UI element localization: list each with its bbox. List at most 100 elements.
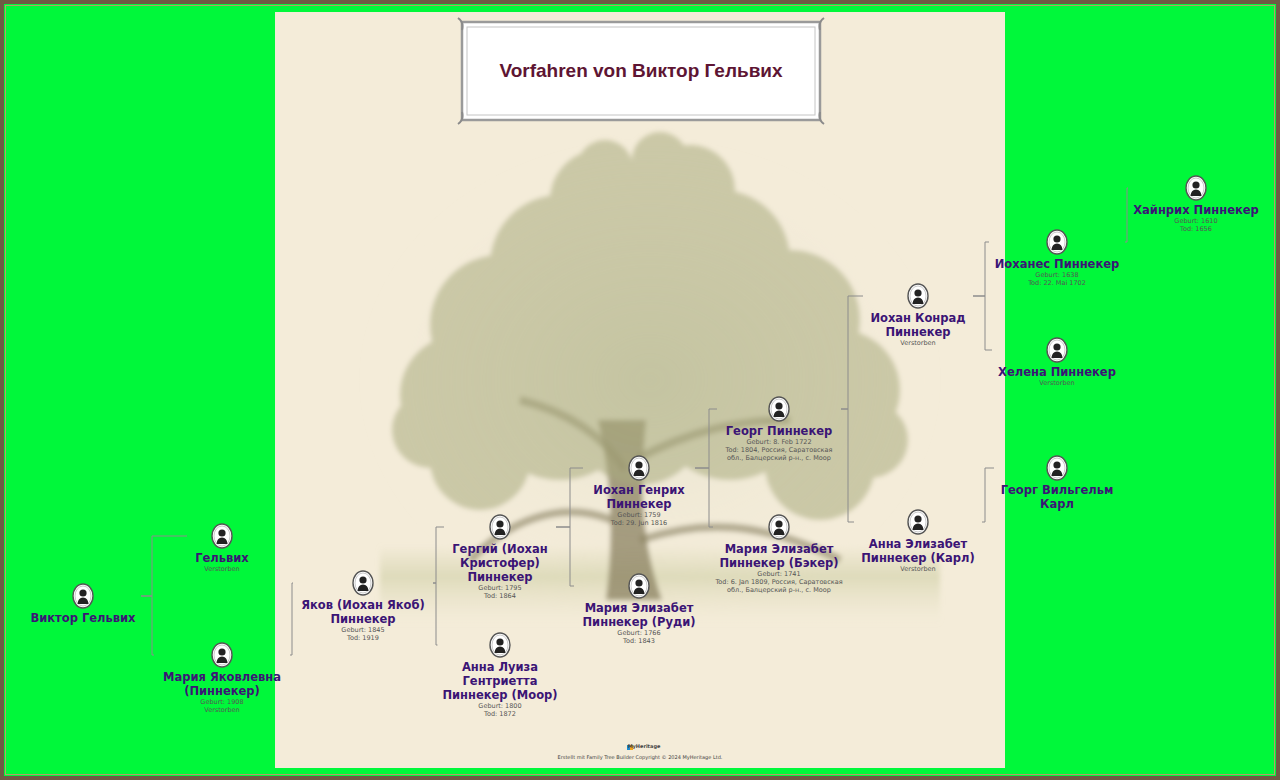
person-node: Хелена ПиннекерVerstorben	[992, 337, 1122, 387]
copyright-note: Erstellt mit Family Tree Builder Copyrig…	[540, 754, 740, 760]
person-name: Хелена Пиннекер	[992, 365, 1122, 379]
person-name: Анна Луиза Гентриетта Пиннекер (Моор)	[438, 660, 563, 702]
avatar-inner-frame	[910, 286, 926, 306]
avatar-inner-frame	[771, 517, 787, 537]
lineage-connector	[433, 527, 444, 583]
avatar-inner-frame	[214, 645, 230, 665]
person-name: Яков (Иохан Якоб) Пиннекер	[293, 598, 433, 626]
silhouette-body	[217, 657, 228, 664]
person-name: Гергий (Иохан Кристофер) Пиннекер	[444, 542, 556, 584]
avatar-icon	[72, 583, 94, 609]
person-node: Анна Луиза Гентриетта Пиннекер (Моор)Geb…	[438, 632, 563, 718]
canopy-blob	[832, 402, 908, 478]
life-dates: Geburt: 1845	[293, 626, 433, 634]
life-dates: Verstorben	[992, 379, 1122, 387]
avatar-icon	[352, 570, 374, 596]
silhouette-body	[217, 538, 228, 545]
silhouette-head	[496, 520, 503, 527]
title-box	[462, 22, 820, 120]
silhouette-body	[1052, 470, 1063, 477]
canopy-blob	[632, 132, 688, 188]
avatar-inner-frame	[1049, 340, 1065, 360]
avatar-icon	[768, 514, 790, 540]
person-name: Хайнрих Пиннекер	[1128, 203, 1264, 217]
person-name: Иоханес Пиннекер	[989, 257, 1125, 271]
brand-label: MyHeritage	[624, 743, 664, 749]
avatar-frame	[908, 284, 928, 308]
silhouette-body	[634, 588, 645, 595]
silhouette-body	[774, 529, 785, 536]
avatar-frame	[490, 633, 510, 657]
canopy-blob	[575, 355, 705, 485]
life-dates: Tod: 22. Mai 1702	[989, 279, 1125, 287]
avatar-frame	[1047, 230, 1067, 254]
avatar-inner-frame	[631, 576, 647, 596]
avatar-frame	[212, 524, 232, 548]
avatar-icon	[628, 455, 650, 481]
silhouette-body	[774, 411, 785, 418]
avatar-inner-frame	[1188, 178, 1204, 198]
person-node: Анна Элизабет Пиннекер (Карл)Verstorben	[854, 509, 982, 573]
silhouette-body	[1191, 190, 1202, 197]
silhouette-head	[914, 289, 921, 296]
person-name: Иохан Генрих Пиннекер	[583, 483, 695, 511]
silhouette-head	[635, 461, 642, 468]
lineage-connector	[141, 536, 187, 596]
lineage-connector	[141, 596, 154, 655]
avatar-frame	[1186, 176, 1206, 200]
silhouette-body	[358, 585, 369, 592]
silhouette-head	[1053, 461, 1060, 468]
life-dates: Tod: 1864	[444, 592, 556, 600]
title-frame	[458, 18, 824, 124]
person-node: Гергий (Иохан Кристофер) ПиннекерGeburt:…	[444, 514, 556, 600]
avatar-icon	[907, 283, 929, 309]
avatar-icon	[489, 632, 511, 658]
lineage-connector	[841, 409, 854, 522]
diagram-title: Vorfahren von Виктор Гельвих	[462, 22, 820, 120]
avatar-icon	[1046, 229, 1068, 255]
life-dates: Geburt: 8. Feb 1722	[717, 438, 841, 446]
person-node: Виктор Гельвих	[25, 583, 141, 625]
silhouette-head	[1053, 235, 1060, 242]
life-dates: Tod: 6. Jan 1809, Россия, Саратовская об…	[713, 578, 845, 594]
silhouette-body	[913, 298, 924, 305]
silhouette-head	[1053, 343, 1060, 350]
avatar-icon	[1046, 455, 1068, 481]
avatar-inner-frame	[771, 399, 787, 419]
person-name: Гельвих	[187, 551, 257, 565]
person-name: Анна Элизабет Пиннекер (Карл)	[854, 537, 982, 565]
person-node: Хайнрих ПиннекерGeburt: 1610Tod: 1656	[1128, 175, 1264, 233]
tree-canopy	[392, 132, 908, 520]
tree-illustration	[360, 132, 940, 625]
avatar-frame	[629, 574, 649, 598]
silhouette-head	[218, 529, 225, 536]
lineage-connector	[695, 468, 713, 527]
avatar-icon	[211, 642, 233, 668]
silhouette-body	[495, 647, 506, 654]
silhouette-head	[79, 589, 86, 596]
life-dates: Geburt: 1795	[444, 584, 556, 592]
life-dates: Tod: 1919	[293, 634, 433, 642]
avatar-frame	[1047, 338, 1067, 362]
avatar-inner-frame	[214, 526, 230, 546]
avatar-frame	[1047, 456, 1067, 480]
lineage-connector	[290, 583, 293, 655]
lineage-connector	[556, 468, 583, 527]
life-dates: Tod: 29. Jun 1816	[583, 519, 695, 527]
inner-frame	[6, 6, 1275, 775]
avatar-icon	[628, 573, 650, 599]
life-dates: Tod: 1872	[438, 710, 563, 718]
person-node: Георг Вильгельм Карл	[994, 455, 1120, 511]
lineage-connector	[433, 583, 438, 645]
life-dates: Geburt: 1638	[989, 271, 1125, 279]
silhouette-body	[634, 470, 645, 477]
lineage-connector	[973, 296, 992, 350]
silhouette-head	[635, 579, 642, 586]
avatar-inner-frame	[492, 635, 508, 655]
silhouette-head	[218, 648, 225, 655]
avatar-inner-frame	[1049, 232, 1065, 252]
avatar-frame	[908, 510, 928, 534]
person-name: Виктор Гельвих	[25, 611, 141, 625]
